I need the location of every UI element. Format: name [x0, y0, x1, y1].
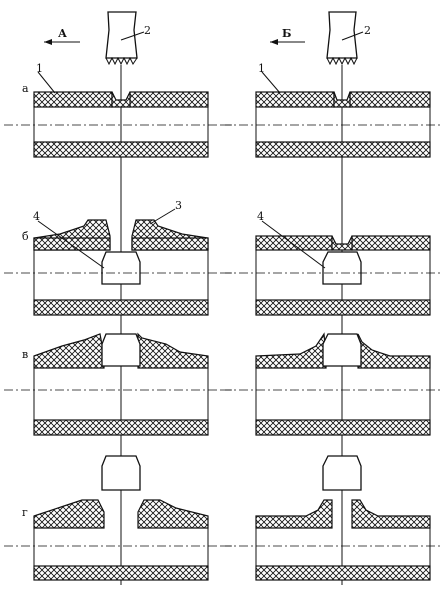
stage-v-label: в	[22, 348, 28, 361]
right-callout-pipe: 1	[258, 62, 265, 75]
right-stage-a-pipe	[222, 91, 442, 158]
column-header-left-text: А	[58, 27, 67, 40]
right-callout-insert: 4	[257, 210, 264, 223]
right-stage-g-pipe	[222, 499, 442, 581]
stage-b-label: б	[22, 230, 29, 243]
stage-g-label: г	[22, 506, 28, 519]
left-stage-v-pipe	[4, 332, 232, 436]
stage-a-label: а	[22, 82, 29, 95]
left-callout-insert: 4	[33, 210, 40, 223]
left-callout-fitting: 3	[175, 199, 182, 212]
right-tool-bottom	[322, 455, 362, 491]
left-tool-top	[105, 11, 145, 66]
left-stage-a-pipe	[4, 91, 232, 158]
left-stage-b-pipe	[4, 219, 232, 316]
right-stage-b-pipe	[222, 235, 442, 316]
column-header-left: А	[44, 27, 80, 45]
left-tool-bottom	[101, 455, 141, 491]
left-callout-pipe: 1	[36, 62, 43, 75]
right-callout-tool: 2	[364, 24, 371, 37]
left-callout-tool: 2	[144, 24, 151, 37]
right-tool-top	[326, 11, 364, 66]
column-header-right: Б	[270, 27, 305, 45]
right-stage-v-pipe	[222, 332, 442, 436]
column-header-right-text: Б	[282, 27, 291, 40]
left-stage-g-pipe	[4, 499, 232, 581]
